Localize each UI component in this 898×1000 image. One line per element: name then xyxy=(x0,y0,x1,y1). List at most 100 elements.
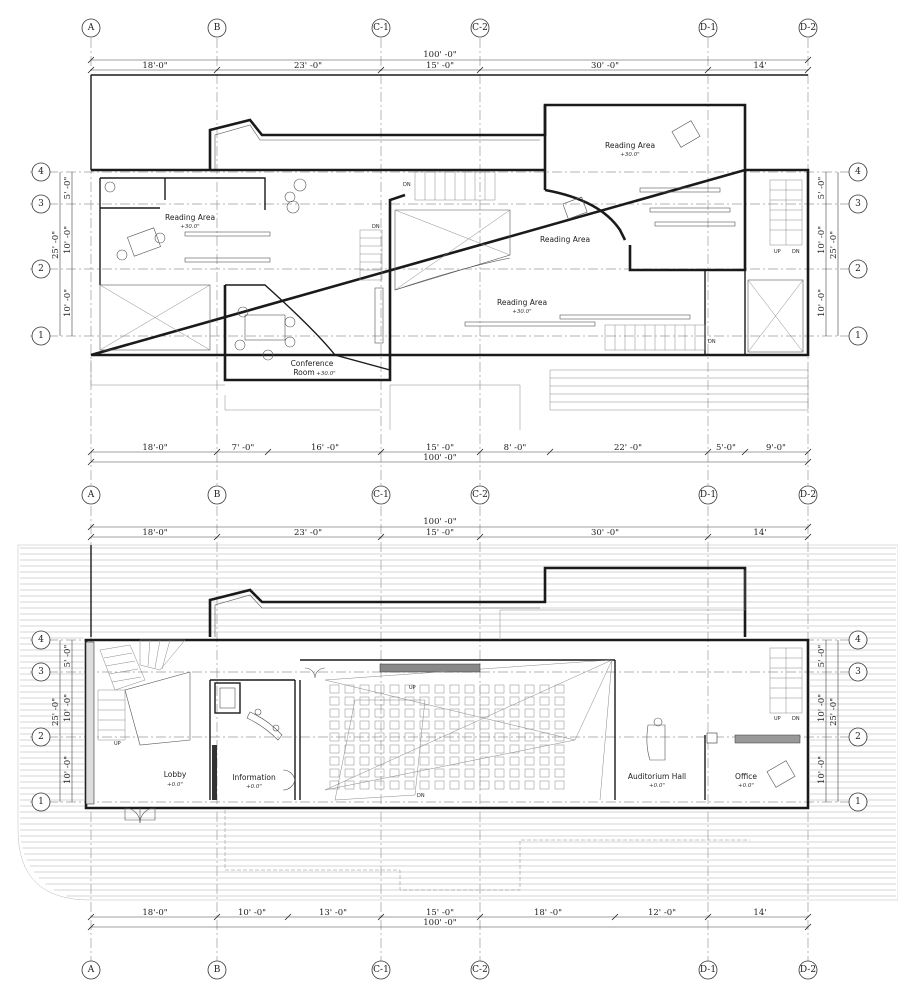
grid-bubble-d2-mid: D-2 xyxy=(798,485,818,505)
svg-text:100' -0": 100' -0" xyxy=(423,918,457,928)
svg-text:23' -0": 23' -0" xyxy=(294,528,322,538)
svg-text:3: 3 xyxy=(38,199,44,209)
seat xyxy=(449,756,460,766)
svg-text:10' -0": 10' -0" xyxy=(238,908,266,918)
grid-bubble-c2-mid: C-2 xyxy=(470,485,490,505)
svg-text:10' -0": 10' -0" xyxy=(63,756,73,784)
svg-text:B: B xyxy=(214,490,221,500)
svg-text:DN: DN xyxy=(372,224,380,230)
grid-bubble-d1-mid: D-1 xyxy=(698,485,718,505)
seat xyxy=(434,696,445,706)
seat xyxy=(374,732,385,742)
seat xyxy=(524,756,535,766)
seat xyxy=(449,780,460,790)
svg-text:+30.0": +30.0" xyxy=(512,309,531,315)
svg-text:+30.0": +30.0" xyxy=(620,152,639,158)
seat xyxy=(494,780,505,790)
seat xyxy=(524,768,535,778)
seat xyxy=(479,780,490,790)
seat xyxy=(524,708,535,718)
svg-text:14': 14' xyxy=(753,528,766,538)
svg-text:DN: DN xyxy=(792,249,800,255)
svg-text:8' -0": 8' -0" xyxy=(504,443,527,453)
svg-text:2: 2 xyxy=(38,732,44,742)
seat xyxy=(464,756,475,766)
svg-text:100' -0": 100' -0" xyxy=(423,517,457,527)
svg-text:D-1: D-1 xyxy=(700,23,716,33)
seat xyxy=(389,708,400,718)
svg-text:A: A xyxy=(87,490,95,500)
svg-text:30' -0": 30' -0" xyxy=(591,528,619,538)
grid-bubble-a-top: A xyxy=(81,18,101,38)
seat xyxy=(479,744,490,754)
seat xyxy=(494,732,505,742)
grid-bubble-c1-top: C-1 xyxy=(371,18,391,38)
seat xyxy=(404,768,415,778)
stair-upper-1 xyxy=(414,171,496,201)
seat xyxy=(449,696,460,706)
seat xyxy=(479,732,490,742)
seat xyxy=(344,732,355,742)
seat xyxy=(359,696,370,706)
grid-bubble-d1-bot: D-1 xyxy=(698,960,718,980)
svg-text:5'-0": 5'-0" xyxy=(716,443,736,453)
grid-bubble-c1-bot: C-1 xyxy=(371,960,391,980)
svg-text:18'-0": 18'-0" xyxy=(142,908,167,918)
seat xyxy=(464,744,475,754)
lower-floor-plan: 4 3 2 1 4 3 2 1 100' -0" 18'-0" 23' -0" … xyxy=(17,517,898,931)
seat xyxy=(359,708,370,718)
seat xyxy=(509,780,520,790)
room-name: Reading Area xyxy=(605,141,655,150)
seat xyxy=(359,780,370,790)
seat xyxy=(329,684,340,694)
svg-text:3: 3 xyxy=(855,667,861,677)
svg-text:DN: DN xyxy=(708,339,716,345)
seat xyxy=(404,708,415,718)
room-name: Reading Area xyxy=(165,213,215,222)
seat xyxy=(449,768,460,778)
seat xyxy=(509,720,520,730)
svg-text:4: 4 xyxy=(38,635,44,645)
seat xyxy=(344,708,355,718)
room-name: Information xyxy=(232,773,276,782)
svg-text:25' -0": 25' -0" xyxy=(829,698,839,726)
grid-bubble-c2-top: C-2 xyxy=(470,18,490,38)
svg-text:4: 4 xyxy=(855,635,861,645)
seat xyxy=(404,696,415,706)
seat xyxy=(509,684,520,694)
row-bubbles-lower-right: 4 3 2 1 xyxy=(848,630,868,812)
seat xyxy=(539,732,550,742)
seat xyxy=(464,696,475,706)
seat xyxy=(434,780,445,790)
svg-text:+30.0": +30.0" xyxy=(316,371,335,377)
room-name: Office xyxy=(735,772,757,781)
svg-text:18'-0": 18'-0" xyxy=(142,443,167,453)
svg-text:UP: UP xyxy=(774,249,781,255)
seat xyxy=(539,684,550,694)
seat xyxy=(359,732,370,742)
row-bubbles-upper-right: 4 3 2 1 xyxy=(848,162,868,346)
svg-text:2: 2 xyxy=(855,732,861,742)
svg-text:4: 4 xyxy=(38,167,44,177)
room-name: Auditorium Hall xyxy=(628,772,686,781)
svg-text:C-2: C-2 xyxy=(472,490,488,500)
svg-text:25' -0": 25' -0" xyxy=(51,231,61,259)
row-bubbles-upper-left: 4 3 2 1 xyxy=(31,162,51,346)
svg-text:D-1: D-1 xyxy=(700,965,716,975)
seat xyxy=(419,684,430,694)
seat xyxy=(434,732,445,742)
seat xyxy=(389,768,400,778)
seat xyxy=(539,696,550,706)
seat xyxy=(389,756,400,766)
seat xyxy=(359,756,370,766)
room-name: Conference xyxy=(291,359,334,368)
svg-text:B: B xyxy=(214,23,221,33)
svg-text:B: B xyxy=(214,965,221,975)
seat xyxy=(494,708,505,718)
seat xyxy=(434,756,445,766)
svg-text:DN: DN xyxy=(792,716,800,722)
seat xyxy=(479,756,490,766)
seat xyxy=(524,684,535,694)
svg-text:DN: DN xyxy=(417,793,425,799)
seat xyxy=(344,684,355,694)
